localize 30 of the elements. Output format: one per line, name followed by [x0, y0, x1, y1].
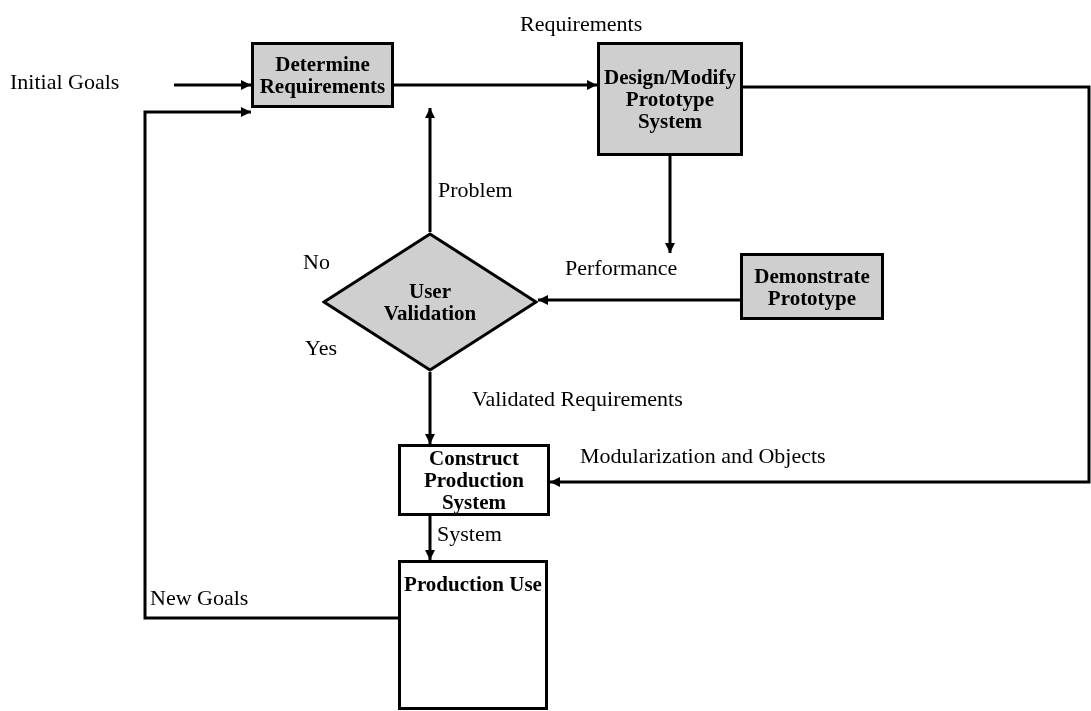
- edge-label: Performance: [565, 256, 678, 280]
- box-label: User Validation: [382, 280, 478, 324]
- edge-label: System: [437, 522, 502, 546]
- arrow: [425, 108, 435, 232]
- branch-label: Yes: [305, 336, 337, 360]
- edge-label: Validated Requirements: [472, 387, 683, 411]
- edge-label: New Goals: [150, 586, 249, 610]
- process-box: [398, 444, 550, 516]
- process-box: [398, 560, 548, 710]
- arrow: [538, 295, 740, 305]
- branch-label: No: [303, 250, 330, 274]
- edge-label: Problem: [438, 178, 513, 202]
- box-label: Demonstrate Prototype: [753, 264, 871, 309]
- box-label: Design/Modify Prototype System: [603, 66, 737, 132]
- box-label: Determine Requirements: [258, 53, 387, 97]
- arrow: [174, 80, 251, 90]
- process-box: [740, 253, 884, 320]
- arrow: [425, 516, 435, 560]
- arrow: [665, 156, 675, 253]
- box-label: Construct Production System: [423, 447, 525, 513]
- box-label: Production Use: [403, 573, 543, 595]
- edge-label: Modularization and Objects: [580, 444, 826, 468]
- edge-label: Requirements: [520, 12, 643, 36]
- arrow: [394, 80, 597, 90]
- edge-label: Initial Goals: [10, 70, 120, 94]
- arrow: [425, 372, 435, 444]
- process-box: [251, 42, 394, 108]
- process-box: [597, 42, 743, 156]
- arrow: [550, 85, 1091, 487]
- arrow: [143, 107, 398, 620]
